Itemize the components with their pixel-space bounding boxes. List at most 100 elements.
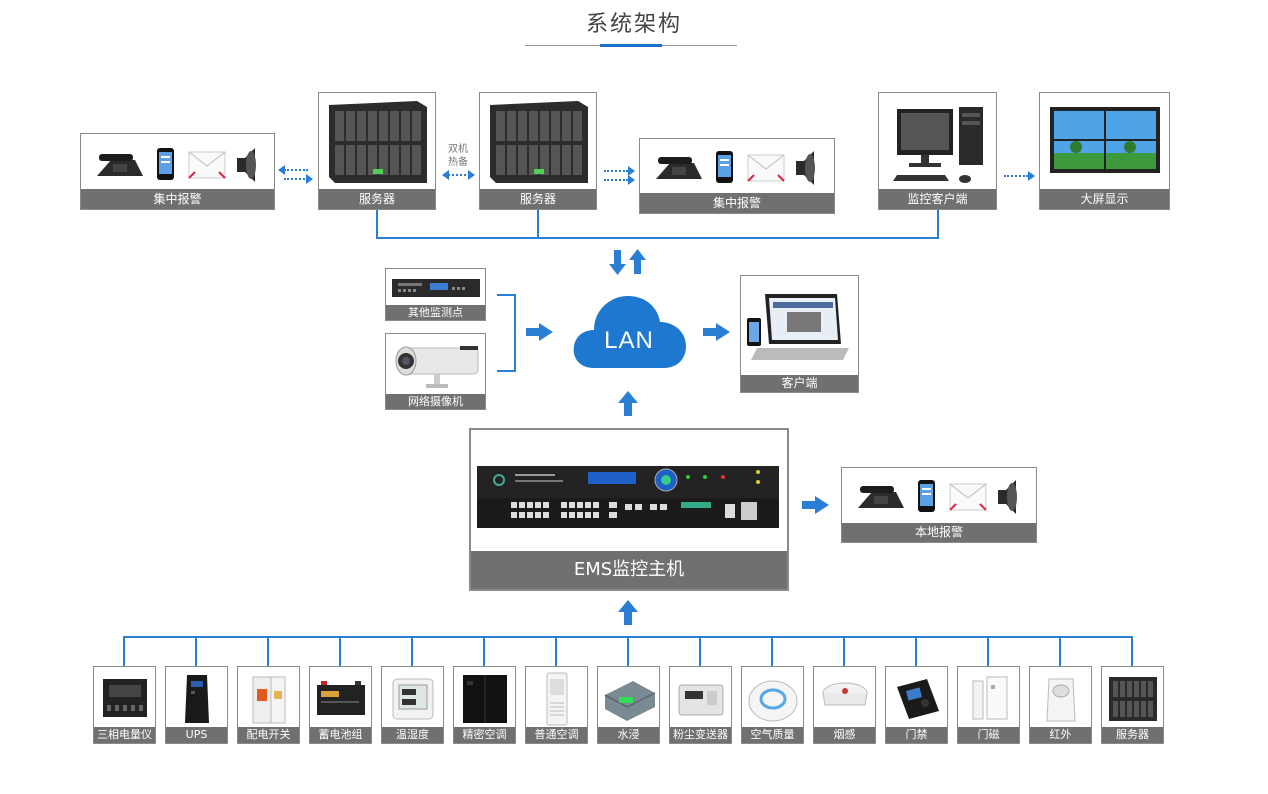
device-door-contact: 门磁: [957, 666, 1020, 744]
device-drop-line: [987, 636, 989, 666]
connector-line: [497, 294, 515, 296]
other-monitoring-point-card: 其他监测点: [385, 268, 486, 321]
central-alarm-left-card: 集中报警: [80, 133, 275, 210]
device-label: 温湿度: [382, 727, 443, 743]
connector-dotted: [604, 179, 628, 181]
device-dust-transmitter: 粉尘变送器: [669, 666, 732, 744]
arrow-right-icon: [1028, 171, 1035, 181]
connector-dotted: [284, 169, 308, 171]
device-drop-line: [915, 636, 917, 666]
device-label: 门禁: [886, 727, 947, 743]
lan-label: LAN: [604, 327, 654, 354]
device-label: 烟感: [814, 727, 875, 743]
air-conditioner-icon: [546, 672, 568, 726]
water-leak-sensor-icon: [604, 681, 656, 721]
device-water-leak: 水浸: [597, 666, 660, 744]
device-infrared: 红外: [1029, 666, 1092, 744]
connector-line: [937, 210, 939, 238]
connector-dotted: [1004, 175, 1028, 177]
device-drop-line: [411, 636, 413, 666]
device-drop-line: [699, 636, 701, 666]
device-label: 配电开关: [238, 727, 299, 743]
arrow-right-icon: [628, 175, 635, 185]
monitor-client-label: 监控客户端: [879, 189, 996, 209]
device-ups: UPS: [165, 666, 228, 744]
connector-dotted: [448, 174, 470, 176]
server-2-label: 服务器: [480, 189, 596, 209]
infrared-sensor-icon: [1046, 678, 1076, 722]
device-label: 普通空调: [526, 727, 587, 743]
big-screen-card: 大屏显示: [1039, 92, 1170, 210]
connector-line: [376, 237, 939, 239]
server-icon: [1109, 677, 1157, 721]
device-label: 粉尘变送器: [670, 727, 731, 743]
device-access-control: 门禁: [885, 666, 948, 744]
ems-host-card: EMS监控主机: [469, 428, 789, 591]
rack-device-icon: [392, 279, 480, 297]
alarm-devices-icon: [656, 151, 815, 185]
access-control-icon: [897, 679, 939, 719]
arrow-left-icon: [442, 170, 449, 180]
device-server: 服务器: [1101, 666, 1164, 744]
smoke-detector-icon: [822, 682, 868, 706]
bidirectional-arrows-icon: [609, 249, 646, 275]
local-alarm-card: 本地报警: [841, 467, 1037, 543]
device-precision-ac: 精密空调: [453, 666, 516, 744]
device-drop-line: [843, 636, 845, 666]
ems-host-label: EMS监控主机: [471, 551, 787, 589]
client-card: 客户端: [740, 275, 859, 393]
device-drop-line: [483, 636, 485, 666]
battery-icon: [317, 681, 365, 715]
hot-standby-label-1: 双机: [448, 144, 468, 155]
alarm-devices-icon: [858, 480, 1017, 514]
device-power-meter: 三相电量仪: [93, 666, 156, 744]
air-quality-sensor-icon: [748, 680, 798, 722]
ups-icon: [185, 675, 209, 723]
connector-line: [376, 210, 378, 238]
network-camera-label: 网络摄像机: [386, 394, 485, 409]
page-title: 系统架构: [585, 12, 682, 37]
device-drop-line: [123, 636, 125, 666]
breaker-icon: [252, 676, 286, 724]
arrow-right-icon: [628, 166, 635, 176]
device-smoke: 烟感: [813, 666, 876, 744]
arrow-left-icon: [278, 165, 285, 175]
device-label: 红外: [1030, 727, 1091, 743]
alarm-devices-icon: [97, 148, 256, 182]
other-monitoring-point-label: 其他监测点: [386, 305, 485, 320]
camera-icon: [395, 346, 479, 388]
connector-line: [537, 210, 539, 238]
ems-host-device-icon: [477, 466, 779, 528]
central-alarm-right-label: 集中报警: [640, 193, 834, 213]
device-label: 蓄电池组: [310, 727, 371, 743]
blade-server-icon: [329, 101, 427, 183]
power-meter-icon: [103, 679, 147, 717]
blade-server-icon: [490, 101, 588, 183]
client-label: 客户端: [741, 375, 858, 392]
arrow-right-icon: [526, 323, 553, 341]
device-air-quality: 空气质量: [741, 666, 804, 744]
device-drop-line: [555, 636, 557, 666]
connector-dotted: [284, 178, 308, 180]
device-label: 服务器: [1102, 727, 1163, 743]
monitor-client-card: 监控客户端: [878, 92, 997, 210]
desktop-pc-icon: [893, 107, 983, 183]
local-alarm-label: 本地报警: [842, 523, 1036, 542]
device-label: UPS: [166, 727, 227, 743]
arrow-right-icon: [802, 496, 829, 514]
connector-line: [514, 294, 516, 372]
device-drop-line: [1131, 636, 1133, 666]
device-drop-line: [771, 636, 773, 666]
video-wall-icon: [1050, 107, 1160, 173]
precision-ac-icon: [463, 675, 507, 723]
device-air-conditioner: 普通空调: [525, 666, 588, 744]
server-2-card: 服务器: [479, 92, 597, 210]
device-drop-line: [1059, 636, 1061, 666]
lan-cloud-icon: [573, 296, 686, 368]
device-label: 门磁: [958, 727, 1019, 743]
device-label: 水浸: [598, 727, 659, 743]
connector-dotted: [604, 170, 628, 172]
device-battery: 蓄电池组: [309, 666, 372, 744]
server-1-label: 服务器: [319, 189, 435, 209]
server-1-card: 服务器: [318, 92, 436, 210]
